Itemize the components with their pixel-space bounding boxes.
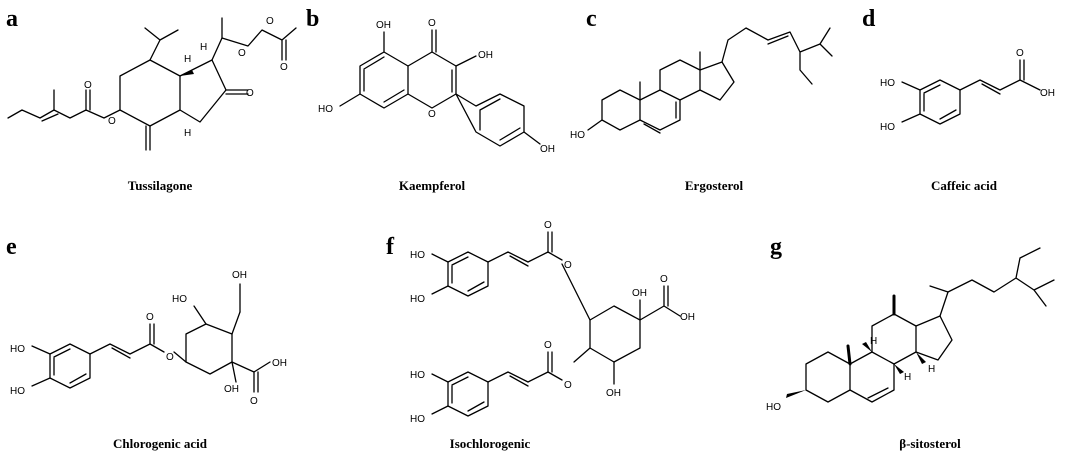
- atom-o: O: [238, 48, 246, 59]
- atom-o: O: [246, 88, 254, 99]
- atom-o: O: [428, 109, 436, 120]
- atom-ho: HO: [880, 78, 895, 89]
- panel-a: a O O O O O O: [6, 6, 297, 193]
- panel-e-letter: e: [6, 234, 17, 260]
- panel-g: g HO H H H β-sitostero: [766, 234, 1055, 451]
- atom-ho: HO: [10, 344, 25, 355]
- atom-o: O: [1016, 48, 1024, 59]
- atom-h: H: [184, 54, 191, 65]
- atom-o: O: [660, 274, 668, 285]
- atom-oh: OH: [632, 288, 647, 299]
- atom-o: O: [166, 352, 174, 363]
- structure-ergosterol: HO: [570, 27, 833, 141]
- panel-f: f HO HO O O: [386, 220, 695, 451]
- atom-ho: HO: [10, 386, 25, 397]
- compound-name-kaempferol: Kaempferol: [399, 178, 466, 193]
- atom-h: H: [870, 336, 877, 347]
- structure-beta-sitosterol: HO H H H: [766, 247, 1055, 413]
- panel-b: b O O OH OH HO OH Kaempf: [306, 6, 555, 193]
- atom-oh: OH: [540, 144, 555, 155]
- compound-name-chlorogenic-acid: Chlorogenic acid: [113, 436, 208, 451]
- atom-ho: HO: [410, 414, 425, 425]
- atom-ho: HO: [172, 294, 187, 305]
- atom-h: H: [904, 372, 911, 383]
- atom-ho: HO: [318, 104, 333, 115]
- compound-name-beta-sitosterol: β-sitosterol: [899, 436, 961, 451]
- compound-name-tussilagone: Tussilagone: [128, 178, 193, 193]
- structure-kaempferol: O O OH OH HO OH: [318, 18, 555, 155]
- compound-name-isochlorogenic: Isochlorogenic: [450, 436, 531, 451]
- panel-c-letter: c: [586, 6, 597, 32]
- structure-caffeic-acid: HO HO O OH: [880, 48, 1055, 133]
- panel-f-letter: f: [386, 234, 395, 260]
- panel-d: d HO HO O OH Caffeic acid: [862, 6, 1055, 193]
- panel-c: c HO Ergosterol: [570, 6, 833, 193]
- atom-oh: OH: [1040, 88, 1055, 99]
- panel-a-letter: a: [6, 6, 18, 32]
- atom-oh: OH: [224, 384, 239, 395]
- atom-ho: HO: [766, 402, 781, 413]
- panel-g-letter: g: [770, 234, 782, 260]
- atom-h: H: [200, 42, 207, 53]
- atom-ho: HO: [410, 250, 425, 261]
- panel-d-letter: d: [862, 6, 876, 32]
- compound-name-ergosterol: Ergosterol: [685, 178, 744, 193]
- atom-o: O: [146, 312, 154, 323]
- atom-ho: HO: [410, 370, 425, 381]
- atom-oh: OH: [232, 270, 247, 281]
- atom-ho: HO: [570, 130, 585, 141]
- atom-o: O: [266, 16, 274, 27]
- atom-o: O: [108, 116, 116, 127]
- atom-o: O: [84, 80, 92, 91]
- atom-h: H: [184, 128, 191, 139]
- atom-o: O: [564, 260, 572, 271]
- atom-ho: HO: [410, 294, 425, 305]
- atom-oh: OH: [272, 358, 287, 369]
- atom-h: H: [928, 364, 935, 375]
- atom-oh: OH: [606, 388, 621, 399]
- atom-o: O: [280, 62, 288, 73]
- structure-isochlorogenic: HO HO O O HO HO O O OH OH OH O: [410, 220, 695, 425]
- atom-oh: OH: [376, 20, 391, 31]
- panel-b-letter: b: [306, 6, 319, 32]
- atom-o: O: [544, 340, 552, 351]
- panel-e: e HO HO O O HO OH OH OH: [6, 234, 287, 451]
- atom-oh: OH: [478, 50, 493, 61]
- atom-oh: OH: [680, 312, 695, 323]
- structure-chlorogenic-acid: HO HO O O HO OH OH OH O: [10, 270, 287, 407]
- atom-o: O: [544, 220, 552, 231]
- compound-name-caffeic-acid: Caffeic acid: [931, 178, 998, 193]
- atom-ho: HO: [880, 122, 895, 133]
- atom-o: O: [564, 380, 572, 391]
- structure-tussilagone: O O O O O O H H H: [7, 16, 297, 151]
- atom-o: O: [250, 396, 258, 407]
- atom-o: O: [428, 18, 436, 29]
